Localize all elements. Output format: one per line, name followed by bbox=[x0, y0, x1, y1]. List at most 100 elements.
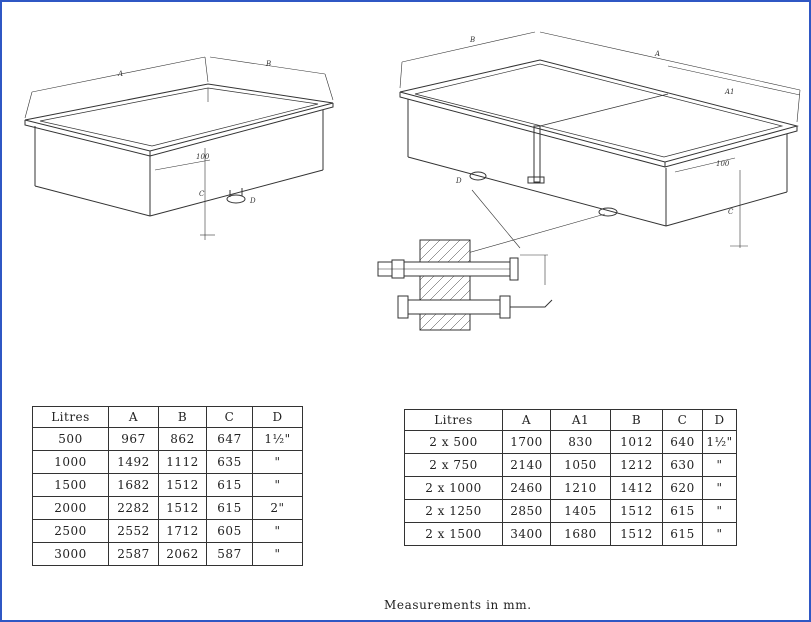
header-cell: B bbox=[158, 406, 207, 428]
table-cell: 2 x 500 bbox=[404, 430, 503, 454]
dim-label-a1: A1 bbox=[724, 88, 735, 96]
table-cell: 1500 bbox=[32, 473, 109, 497]
table-cell: " bbox=[702, 499, 737, 523]
table-cell: " bbox=[252, 450, 303, 474]
table-cell: 615 bbox=[662, 499, 703, 523]
table-cell: " bbox=[702, 522, 737, 546]
table-cell: 862 bbox=[158, 427, 207, 451]
outlet-section-detail bbox=[377, 239, 553, 331]
table-cell: " bbox=[252, 519, 303, 543]
table-cell: 2587 bbox=[108, 542, 159, 566]
table-cell: 2140 bbox=[502, 453, 551, 477]
table-cell: 1512 bbox=[158, 473, 207, 497]
table-cell: 1212 bbox=[610, 453, 663, 477]
table-cell: 647 bbox=[206, 427, 253, 451]
table-cell: 1050 bbox=[550, 453, 611, 477]
table-cell: 1000 bbox=[32, 450, 109, 474]
table-cell: 587 bbox=[206, 542, 253, 566]
dim-label-flange-right: 100 bbox=[716, 160, 730, 168]
table-cell: 3400 bbox=[502, 522, 551, 546]
table-cell: 2000 bbox=[32, 496, 109, 520]
table-cell: 1700 bbox=[502, 430, 551, 454]
header-cell: Litres bbox=[32, 406, 109, 428]
table-cell: 830 bbox=[550, 430, 611, 454]
table-cell: 3000 bbox=[32, 542, 109, 566]
header-cell: A bbox=[502, 409, 551, 431]
header-cell: A1 bbox=[550, 409, 611, 431]
table-cell: 1½" bbox=[702, 430, 737, 454]
table-cell: 635 bbox=[206, 450, 253, 474]
table-cell: " bbox=[702, 453, 737, 477]
table-cell: 1680 bbox=[550, 522, 611, 546]
table-cell: 2552 bbox=[108, 519, 159, 543]
header-cell: C bbox=[206, 406, 253, 428]
double-tank-drawing bbox=[377, 31, 801, 331]
table-cell: 1012 bbox=[610, 430, 663, 454]
table-cell: 1512 bbox=[610, 522, 663, 546]
table-cell: 1210 bbox=[550, 476, 611, 500]
table-cell: 1½" bbox=[252, 427, 303, 451]
header-cell: C bbox=[662, 409, 703, 431]
table-cell: 2 x 1000 bbox=[404, 476, 503, 500]
header-cell: D bbox=[702, 409, 737, 431]
table-cell: 615 bbox=[206, 496, 253, 520]
dim-label-c: C bbox=[199, 190, 205, 198]
table-cell: 2460 bbox=[502, 476, 551, 500]
table-cell: 2500 bbox=[32, 519, 109, 543]
single-tank-drawing bbox=[24, 56, 334, 240]
table-cell: 2282 bbox=[108, 496, 159, 520]
table-cell: 2 x 1500 bbox=[404, 522, 503, 546]
table-cell: 1112 bbox=[158, 450, 207, 474]
dim-label-d: D bbox=[249, 197, 256, 205]
table-cell: 967 bbox=[108, 427, 159, 451]
table-cell: 1512 bbox=[158, 496, 207, 520]
dim-label-d-right: D bbox=[455, 177, 462, 185]
table-cell: 615 bbox=[206, 473, 253, 497]
table-cell: 1412 bbox=[610, 476, 663, 500]
table-cell: 2 x 750 bbox=[404, 453, 503, 477]
table-cell: 1712 bbox=[158, 519, 207, 543]
tank-drawings: A B C D 100 bbox=[24, 31, 801, 331]
table-cell: " bbox=[252, 542, 303, 566]
table-cell: 630 bbox=[662, 453, 703, 477]
table-cell: 2" bbox=[252, 496, 303, 520]
dim-label-flange: 100 bbox=[196, 153, 210, 161]
measurement-note: Measurements in mm. bbox=[384, 598, 532, 612]
table-cell: 1492 bbox=[108, 450, 159, 474]
dim-label-a: A bbox=[117, 70, 123, 78]
dim-label-c-right: C bbox=[728, 208, 734, 216]
table-cell: 500 bbox=[32, 427, 109, 451]
table-cell: " bbox=[252, 473, 303, 497]
header-cell: D bbox=[252, 406, 303, 428]
table-cell: 2850 bbox=[502, 499, 551, 523]
header-cell: A bbox=[108, 406, 159, 428]
table-cell: " bbox=[702, 476, 737, 500]
table-cell: 1682 bbox=[108, 473, 159, 497]
table-cell: 2 x 1250 bbox=[404, 499, 503, 523]
table-cell: 605 bbox=[206, 519, 253, 543]
table-cell: 1512 bbox=[610, 499, 663, 523]
header-cell: Litres bbox=[404, 409, 503, 431]
header-cell: B bbox=[610, 409, 663, 431]
dim-label-a-right: A bbox=[654, 50, 660, 58]
table-cell: 2062 bbox=[158, 542, 207, 566]
dim-label-b-right: B bbox=[469, 36, 475, 44]
table-cell: 1405 bbox=[550, 499, 611, 523]
table-cell: 640 bbox=[662, 430, 703, 454]
